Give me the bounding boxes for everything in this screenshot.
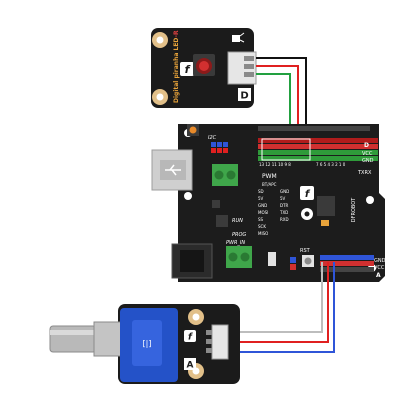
wire-gnd-pot xyxy=(226,262,335,353)
dfrobot-logo-icon xyxy=(184,330,196,342)
svg-text:TXD: TXD xyxy=(279,210,288,215)
i2c-header xyxy=(211,142,228,153)
digital-badge-letter: D xyxy=(240,91,248,102)
pot-marking: [|] xyxy=(143,339,152,348)
regulator-chip xyxy=(216,215,228,227)
serial-pin-labels: GND 5V DTR TXD RXD xyxy=(279,189,289,222)
dfrobot-logo-icon xyxy=(300,186,314,200)
prog-label: PROG xyxy=(232,232,246,238)
svg-text:GND: GND xyxy=(280,189,289,194)
svg-text:5V: 5V xyxy=(258,196,264,201)
logo-glyph: f xyxy=(188,333,193,343)
pwm-label: PWM xyxy=(262,173,277,180)
svg-text:MOSI: MOSI xyxy=(258,210,268,215)
board-pcb xyxy=(178,124,385,282)
pot-collar xyxy=(93,321,123,357)
mount-hole xyxy=(366,196,374,204)
digital-letter: D xyxy=(364,142,369,149)
usb-icon xyxy=(165,164,181,176)
digital-header xyxy=(258,126,378,161)
digital-badge xyxy=(238,88,251,101)
wire-signal-pot xyxy=(226,262,323,333)
svg-text:RXD: RXD xyxy=(280,217,289,222)
svg-text:SS: SS xyxy=(258,217,264,222)
servo-power-terminal xyxy=(212,164,238,186)
rst-label: RST xyxy=(300,248,311,254)
pot-shaft xyxy=(49,325,97,353)
controller-board: I2C RUN PROG PWR_IN D VCC GND 13 12 11 1… xyxy=(151,124,386,282)
microcontroller-chip xyxy=(317,196,335,216)
analog-badge-letter: A xyxy=(187,361,194,371)
wire-vcc xyxy=(256,65,299,150)
vcc-label: VCC xyxy=(362,151,373,157)
vcc-label-analog: VCC xyxy=(374,265,385,271)
run-label: RUN xyxy=(232,218,243,224)
analog-badge xyxy=(184,358,196,370)
pin-numbers-right: 7 6 5 4 3 2 1 0 xyxy=(316,162,346,167)
pot-wires xyxy=(226,262,335,353)
analog-header xyxy=(268,252,374,272)
smd-led-icon xyxy=(232,35,240,42)
wire-vcc-pot xyxy=(226,262,329,343)
pot-connector xyxy=(211,324,229,360)
gnd-label-analog: GND xyxy=(374,258,386,264)
svg-text:GND: GND xyxy=(258,203,267,208)
led-module-label: Digital piranha LED-R xyxy=(173,30,180,103)
svg-text:SCK: SCK xyxy=(258,224,266,229)
logo-glyph: f xyxy=(185,63,191,76)
icsp-pin-labels: SD 5V GND MOSI SS SCK MISO xyxy=(258,189,268,236)
bt-apc-label: BT/APC xyxy=(262,182,277,187)
brand-label: DFROBOT xyxy=(351,197,357,222)
mount-hole xyxy=(184,192,192,200)
gnd-label: GND xyxy=(362,158,374,164)
svg-text:MISO: MISO xyxy=(258,231,268,236)
pin-numbers: 13 12 11 10 9 8 xyxy=(259,162,291,167)
svg-text:SD: SD xyxy=(258,189,264,194)
dfrobot-logo-icon xyxy=(180,62,194,76)
selected-pin-highlight xyxy=(261,138,311,161)
wire-gnd xyxy=(256,57,307,150)
txrx-label: TXRX xyxy=(357,170,372,176)
i2c-label: I2C xyxy=(208,135,217,141)
svg-text:5V: 5V xyxy=(280,196,286,201)
potentiometer-module: [|] A f xyxy=(49,304,240,384)
svg-text:DTR: DTR xyxy=(280,203,289,208)
pwr-in-label: PWR_IN xyxy=(226,240,245,246)
power-terminal xyxy=(226,246,252,268)
led-module: f D Digital piranha LED-R xyxy=(151,28,257,108)
svg-text:f: f xyxy=(305,189,311,200)
analog-letter: A xyxy=(376,272,381,279)
